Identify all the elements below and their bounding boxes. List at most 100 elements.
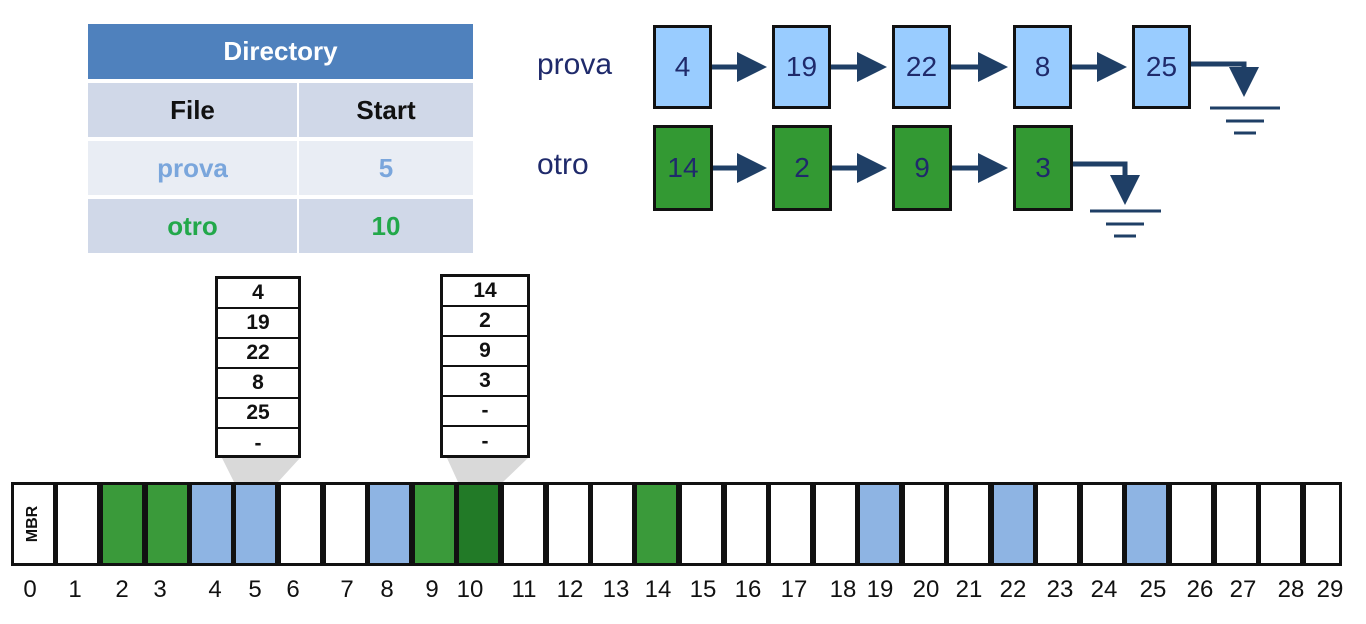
disk-block (233, 482, 278, 566)
list-label-otro: otro (537, 148, 589, 181)
disk-block-number: 8 (380, 576, 394, 603)
disk-block-number: 4 (208, 576, 222, 603)
disk-block (946, 482, 991, 566)
disk-block (1303, 482, 1342, 566)
directory-row-prova: prova 5 (88, 141, 473, 195)
disk-block-number: 26 (1186, 576, 1214, 603)
disk-block-number: 16 (734, 576, 762, 603)
disk-block (634, 482, 679, 566)
disk-block-number: 27 (1229, 576, 1257, 603)
index-slot: - (481, 430, 489, 453)
disk-block (323, 482, 368, 566)
header-start: Start (299, 83, 473, 137)
disk-block (55, 482, 100, 566)
disk-block (724, 482, 769, 566)
disk-block-number: 7 (340, 576, 354, 603)
otro-node: 14 (653, 125, 713, 211)
prova-node: 4 (653, 25, 712, 109)
disk-block-number: 20 (912, 576, 940, 603)
ground-icon (1090, 209, 1161, 238)
disk-block-number: 9 (425, 576, 439, 603)
disk-block-number: 0 (23, 576, 37, 603)
disk-block (768, 482, 813, 566)
disk-block-number: 17 (780, 576, 808, 603)
directory-table: Directory File Start prova 5 otro 10 (88, 24, 473, 253)
disk-block-number: 23 (1046, 576, 1074, 603)
index-slot: 25 (218, 399, 298, 429)
disk-block (412, 482, 457, 566)
disk-block (1214, 482, 1259, 566)
disk-block-number: 6 (286, 576, 300, 603)
disk-block-number: 1 (68, 576, 82, 603)
ground-icon (1210, 106, 1280, 135)
mbr-label: MBR (24, 505, 42, 543)
disk-block-number: 28 (1277, 576, 1305, 603)
disk-block (590, 482, 635, 566)
row-start: 10 (299, 199, 473, 253)
disk-block-number: 22 (999, 576, 1027, 603)
disk-block-number: 15 (689, 576, 717, 603)
disk-block (679, 482, 724, 566)
disk-block-number: 21 (955, 576, 983, 603)
disk-block (857, 482, 902, 566)
index-slot: 4 (218, 279, 298, 309)
index-callout-prova (222, 458, 300, 482)
disk-block-number: 24 (1090, 576, 1118, 603)
directory-header-row: File Start (88, 83, 473, 137)
index-callout-otro (447, 458, 528, 482)
prova-node: 25 (1132, 25, 1191, 109)
null-pointer-arrow-icon (1191, 61, 1259, 97)
disk-block (367, 482, 412, 566)
disk-block-number: 10 (456, 576, 484, 603)
disk-block-number: 19 (866, 576, 894, 603)
index-slot: 9 (443, 337, 527, 367)
index-block-prova: 4 19 22 8 25 - (215, 276, 301, 458)
disk-block-mbr: MBR (11, 482, 56, 566)
index-block-otro: 14 2 9 3 - - (440, 274, 530, 458)
disk-block (1258, 482, 1303, 566)
index-slot: 8 (218, 369, 298, 399)
disk-block (1035, 482, 1080, 566)
otro-node: 9 (892, 125, 952, 211)
disk-block-number: 14 (644, 576, 672, 603)
disk-block-number: 3 (153, 576, 167, 603)
header-file: File (88, 83, 297, 137)
disk-block (100, 482, 145, 566)
disk-block-number: 29 (1316, 576, 1344, 603)
disk-block-number: 25 (1139, 576, 1167, 603)
index-slot: - (254, 432, 262, 455)
disk-block (1080, 482, 1125, 566)
prova-node: 8 (1013, 25, 1072, 109)
directory-title: Directory (88, 24, 473, 79)
otro-node: 2 (772, 125, 832, 211)
index-slot: 22 (218, 339, 298, 369)
disk-block-number: 2 (115, 576, 129, 603)
disk-block-number: 13 (602, 576, 630, 603)
otro-node: 3 (1013, 125, 1073, 211)
index-slot: 3 (443, 367, 527, 397)
disk-block-number: 5 (248, 576, 262, 603)
disk-block-number: 12 (556, 576, 584, 603)
disk-block (1124, 482, 1169, 566)
row-start: 5 (299, 141, 473, 195)
prova-node: 22 (892, 25, 951, 109)
disk-blocks: MBR (11, 482, 1342, 566)
directory-row-otro: otro 10 (88, 199, 473, 253)
disk-block-number: 18 (829, 576, 857, 603)
row-file: prova (88, 141, 297, 195)
disk-block (189, 482, 234, 566)
disk-block (902, 482, 947, 566)
list-label-prova: prova (537, 48, 613, 81)
disk-block (501, 482, 546, 566)
row-file: otro (88, 199, 297, 253)
disk-block (1169, 482, 1214, 566)
disk-block-number: 11 (511, 576, 537, 603)
null-pointer-arrow-icon (1073, 161, 1140, 205)
prova-node: 19 (772, 25, 831, 109)
disk-block (456, 482, 501, 566)
index-slot: 19 (218, 309, 298, 339)
disk-block (813, 482, 858, 566)
index-slot: 14 (443, 277, 527, 307)
disk-block (278, 482, 323, 566)
